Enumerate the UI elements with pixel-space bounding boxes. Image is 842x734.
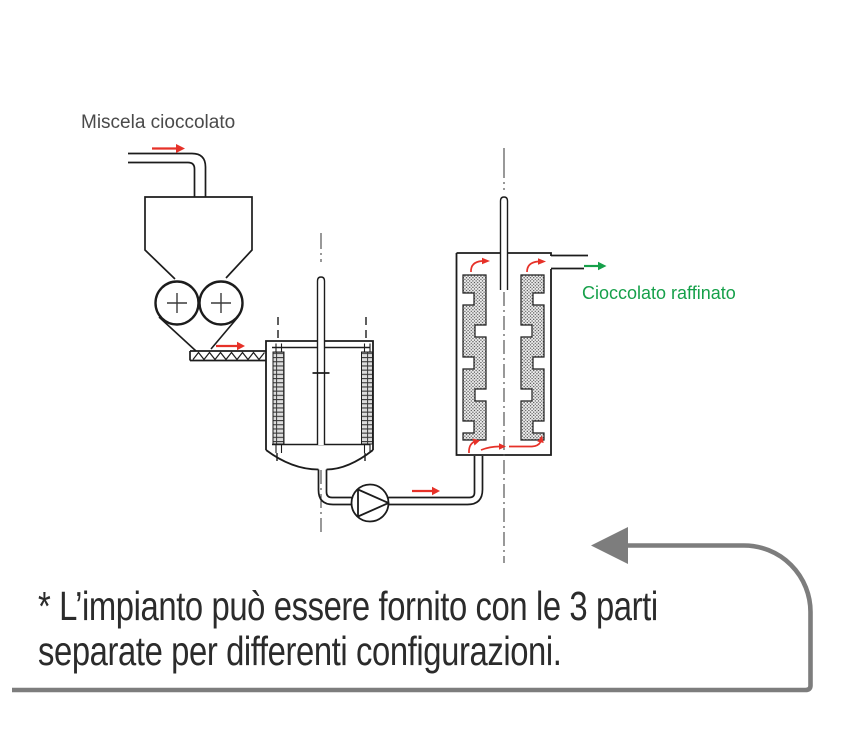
recirculation-piping xyxy=(317,456,484,506)
tank-jacket-dashes xyxy=(276,317,367,466)
input-flow-label: Miscela cioccolato xyxy=(81,112,236,133)
screw-conveyor xyxy=(189,350,266,362)
pre-refining-rollers xyxy=(154,280,244,326)
refiner-flow-arrows-top xyxy=(470,257,546,273)
chocolate-feed-pipe xyxy=(128,152,207,197)
agitator-shaft xyxy=(316,276,326,445)
refiner-shaft xyxy=(499,196,509,290)
pump xyxy=(350,483,390,523)
mixing-tank xyxy=(265,276,374,471)
roller-axis-cross-icon xyxy=(167,293,231,313)
refined-output-arrow-icon xyxy=(584,261,607,271)
refiner-labyrinth-right xyxy=(520,274,545,441)
pump-triangle-icon xyxy=(357,488,390,518)
recirculation-arrowhead-icon xyxy=(591,527,628,564)
feed-hopper xyxy=(144,196,253,280)
refined-chocolate-outlet-pipe xyxy=(551,254,588,270)
jacket-bolt-ticks xyxy=(275,343,371,453)
refiner-flow-arrows-bottom xyxy=(468,435,544,454)
conveyor-flow-arrow-icon xyxy=(216,341,245,351)
footnote-line-1: * L’impianto può essere fornito con le 3… xyxy=(38,583,658,629)
refiner-column xyxy=(455,196,588,456)
refiner-labyrinth-left xyxy=(462,274,487,441)
roller-discharge-funnel xyxy=(158,316,239,352)
output-flow-label: Cioccolato raffinato xyxy=(582,283,736,303)
pipe-flow-arrow-icon xyxy=(412,486,440,496)
recirculation-loop-arrow xyxy=(12,527,813,693)
feed-flow-arrow-icon xyxy=(152,144,185,153)
footnote-line-2: separate per differenti configurazioni. xyxy=(38,628,562,674)
